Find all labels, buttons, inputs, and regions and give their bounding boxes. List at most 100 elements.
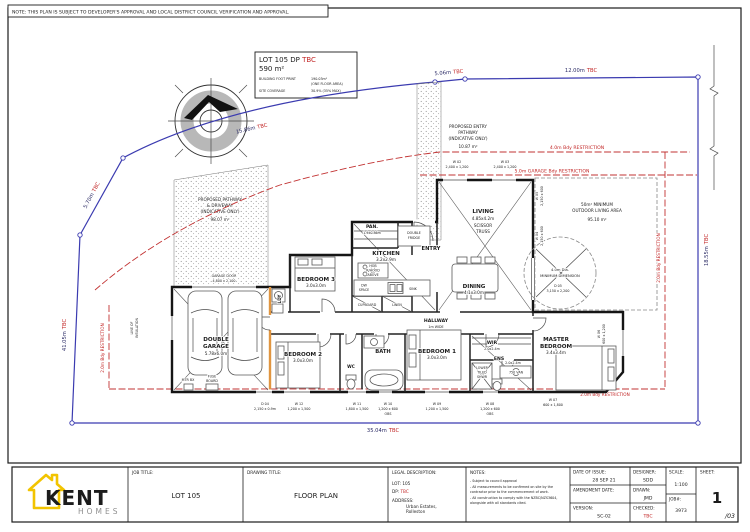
title-block: KENT HOMES JOB TITLE: LOT 105 DRAWING TI… (11, 466, 739, 523)
dw-label-2: SPACE (359, 288, 369, 292)
outdoor-living-area (534, 177, 658, 311)
w04-size: 2,150 x 600 (540, 226, 544, 246)
furniture (183, 225, 617, 391)
room-wir: WIR (487, 340, 498, 346)
rear-restriction-label: 2.0m Bdy RESTRICTION (580, 392, 629, 397)
fixture-labels: DOUBLE FRIDGE HOB R/HOOD ABOVE DW SPACE … (181, 230, 525, 384)
notes-line-1: - Subject to council approval (470, 479, 517, 483)
coverage-value: 30.9% (35% MAX) (311, 89, 341, 93)
address-line-2: Rolleston (406, 509, 426, 514)
w11-id: W 11 (353, 402, 362, 406)
room-bath: BATH (375, 349, 390, 355)
driveway-label-4: 98.07 m² (210, 217, 229, 222)
drawing-title-value: FLOOR PLAN (294, 492, 338, 500)
footprint-label: BUILDING FOOT PRINT (259, 77, 297, 81)
lot-area: 590 m² (259, 65, 284, 73)
note-box (7, 4, 329, 18)
w08-id: W 08 (486, 402, 495, 406)
w05-id: W 05 (535, 192, 539, 201)
kitchen-fixtures (353, 225, 431, 297)
room-bedroom1: BEDROOM 1 (418, 349, 456, 355)
job-number-value: 3973 (675, 508, 687, 514)
vanity-label: 750 VAN (509, 371, 524, 375)
room-bedroom3-dim: 3.0x3.0m (306, 283, 326, 288)
dim-top: 12.00m (565, 68, 585, 74)
designer-value: SDD (643, 478, 653, 484)
minimum-dimension-circle: 4.0m Dia. MINIMUM DIMENSION D 05 3,150 x… (523, 236, 597, 310)
brand-homes: HOMES (78, 507, 121, 516)
notes-line-3: contractor prior to the commencement of … (470, 490, 549, 494)
dim-curve-end-tbc: TBC (452, 69, 464, 76)
room-dining-dim: 4.1x3.0m (464, 290, 484, 295)
plan-note: NOTE: THIS PLAN IS SUBJECT TO DEVELOPER'… (12, 10, 289, 16)
room-pantry: PAN. (366, 224, 378, 230)
windows (169, 177, 626, 395)
room-hallway-dim: 1m WIDE (428, 325, 443, 329)
room-linen: LINEN (392, 303, 402, 307)
dim-right: 18.55m (704, 246, 710, 266)
opening-labels: W 02 2,400 x 1,200 W 03 2,400 x 1,200 D … (254, 160, 607, 416)
ensuite-fixtures (471, 362, 532, 391)
dim-curve: 15.86m (235, 125, 256, 135)
garage-restriction-label: 5.0m GARAGE Bdy RESTRICTION (515, 169, 590, 175)
fridge-label-2: FRIDGE (408, 236, 420, 240)
line-of-insulation-1: LINE OF (130, 321, 134, 334)
room-kitchen-dim: 3.2x2.9m (376, 257, 396, 262)
w05-size: 2,150 x 600 (540, 186, 544, 206)
car-icon (227, 290, 263, 376)
cupboard-linen-icon (351, 295, 413, 313)
sheet-number: 1 (712, 489, 722, 507)
dining-table-icon (451, 256, 499, 300)
d05-size: 3,150 x 2,200 (547, 289, 570, 293)
date-of-issue-label: DATE OF ISSUE: (573, 470, 606, 475)
slider-door-opening (530, 258, 536, 300)
room-master-dim: 3.4x3.4m (546, 350, 566, 355)
dim-bottom-tbc: TBC (388, 428, 400, 434)
footprint-value: 190.03m² (311, 77, 328, 81)
svg-text:18.55mTBC: 18.55mTBC (704, 234, 710, 267)
room-garage-1: DOUBLE (203, 337, 229, 343)
legal-description-label: LEGAL DESCRIPTION: (392, 470, 437, 475)
car-icon (187, 290, 223, 376)
svg-text:5.06mTBC: 5.06mTBC (434, 69, 464, 78)
entry-path-label-3: (INDICATIVE ONLY) (449, 136, 488, 141)
drawn-label: DRAWN: (633, 488, 650, 493)
version-label: VERSION: (573, 506, 593, 511)
checked-label: CHECKED: (633, 506, 655, 511)
dim-curve-tbc: TBC (256, 122, 269, 130)
room-living: LIVING (472, 209, 494, 215)
hob-label-2: R/HOOD (366, 269, 380, 273)
shower-label-2: TILED (476, 371, 487, 375)
w10-note: OBS (385, 412, 392, 416)
fridge-label-1: DOUBLE (407, 231, 421, 235)
notes-line-4: - All construction to comply with the NZ… (470, 496, 557, 500)
line-of-insulation-2: INSULATION (135, 318, 139, 338)
legal-dp-prefix: DP: (392, 489, 401, 494)
kent-homes-logo: KENT HOMES (27, 473, 121, 516)
entry-path-label-2: PATHWAY (458, 130, 478, 135)
room-wc: WC (347, 364, 355, 369)
bed-icon (406, 329, 462, 381)
dim-left: 41.05m (62, 331, 68, 351)
legal-lot: LOT: 105 (392, 481, 411, 486)
right-restriction-label: 2.0m Bdy RESTRICTION (656, 233, 661, 282)
checked-value: TBC (642, 514, 652, 520)
entry-path-area (416, 81, 442, 241)
w03-size: 2,400 x 1,200 (494, 165, 517, 169)
shower-label-3: SHWR (477, 375, 488, 379)
date-of-issue-value: 28 SEP 21 (592, 478, 615, 484)
room-ens: ENS (494, 356, 504, 362)
room-labels: LIVING 4.85x4.2m SCISSOR TRUSS DINING 4.… (202, 208, 573, 370)
room-ens-dim: 2.0x2.4m (505, 361, 521, 365)
w09-id: W 09 (433, 402, 442, 406)
w07-id: W 07 (549, 398, 558, 402)
dim-top-tbc: TBC (586, 68, 598, 74)
address-label: ADDRESS: (392, 498, 414, 503)
circle-label-1: 4.0m Dia. (551, 268, 569, 272)
notes-label: NOTES: (470, 470, 486, 475)
driveway-label-2: & DRIVEWAY (207, 203, 234, 208)
